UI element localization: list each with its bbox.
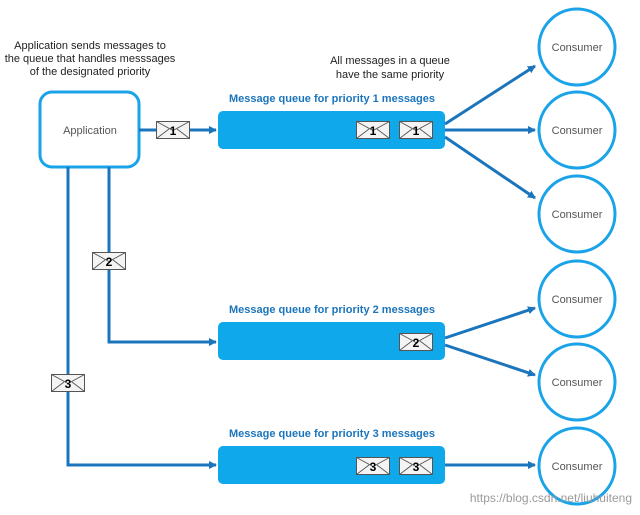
consumer-5-circle: [537, 342, 617, 422]
queue-2-message-1-number: 2: [413, 336, 420, 350]
queue-1-message-2-number: 1: [413, 124, 420, 138]
app-caption-line-1: Application sends messages to: [14, 40, 166, 52]
consumer-1-circle: [537, 7, 617, 87]
consumer-6-circle: [537, 426, 617, 506]
consumer-2-label: Consumer: [552, 125, 603, 137]
queue-1-message-1-number: 1: [370, 124, 377, 138]
incoming-envelope-3-number: 3: [65, 377, 72, 391]
consumer-3-label: Consumer: [552, 209, 603, 221]
arrow-queue-1-to-consumer-1: [444, 64, 536, 126]
arrow-queue-2-to-consumer-5: [444, 343, 536, 377]
queue-2-title: Message queue for priority 2 messages: [229, 304, 435, 316]
application-label: Application: [63, 125, 117, 137]
queue-3-message-2-number: 3: [413, 460, 420, 474]
consumer-3-circle: [537, 174, 617, 254]
consumer-2-circle: [537, 90, 617, 170]
queue-3-title: Message queue for priority 3 messages: [229, 428, 435, 440]
arrow-queue-1-to-consumer-3: [444, 135, 536, 200]
queue-1-title: Message queue for priority 1 messages: [229, 93, 435, 105]
arrow-app-to-queue-3: [66, 167, 217, 469]
queue-caption-line-2: have the same priority: [336, 69, 445, 81]
app-caption-line-2: the queue that handles messsages: [5, 53, 176, 65]
consumer-4-label: Consumer: [552, 294, 603, 306]
queue-3-message-1-number: 3: [370, 460, 377, 474]
queue-1-bar: [218, 111, 445, 149]
queue-2-bar: [218, 322, 445, 360]
arrow-queue-2-to-consumer-4: [444, 306, 536, 340]
app-caption-line-3: of the designated priority: [30, 66, 151, 78]
consumer-6-label: Consumer: [552, 461, 603, 473]
queue-caption-line-1: All messages in a queue: [330, 55, 450, 67]
consumer-5-label: Consumer: [552, 377, 603, 389]
incoming-envelope-1-number: 1: [170, 124, 177, 138]
incoming-envelope-2-number: 2: [106, 255, 113, 269]
consumer-4-circle: [537, 259, 617, 339]
arrow-app-to-queue-2: [107, 167, 217, 346]
watermark-url: https://blog.csdn.net/liuhuiteng: [470, 491, 632, 505]
consumer-1-label: Consumer: [552, 42, 603, 54]
